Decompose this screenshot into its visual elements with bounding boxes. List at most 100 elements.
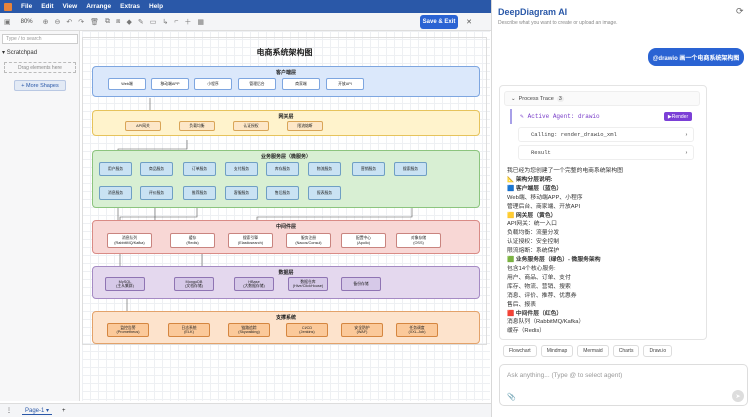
chip-mermaid[interactable]: Mermaid [577,345,609,357]
diagram-node[interactable]: 报表服务 [308,186,341,200]
diagram-node[interactable]: 评价服务 [140,186,173,200]
diagram-node[interactable]: 配置中心 (Apollo) [341,233,386,248]
chip-drawio[interactable]: Draw.io [643,345,673,357]
scratchpad-header[interactable]: ▾ Scratchpad [2,50,38,56]
chip-charts[interactable]: Charts [612,345,640,357]
layer-title: 支撑系统 [275,315,296,321]
diagram-node[interactable]: 推荐服务 [183,186,216,200]
layer-title: 数据层 [278,270,294,276]
response-line: 消息队列（RabbitMQ/Kafka） [507,319,585,326]
close-icon[interactable]: ✕ [466,19,472,26]
redo-icon[interactable]: ↷ [78,18,85,26]
response-line: 用户、商品、订单、支付 [507,274,571,281]
diagram-node[interactable]: 链路追踪 (Skywalking) [228,323,270,337]
add-page-icon[interactable]: + [62,407,66,414]
diagram-node[interactable]: HBase (大数据存储) [234,277,274,291]
diagram-node[interactable]: Web端 [108,78,146,90]
diagram-node[interactable]: 商家端 [282,78,320,90]
response-line: 库存、物流、营销、搜索 [507,283,571,290]
diagram-node[interactable]: 售后服务 [266,186,299,200]
panel-divider[interactable] [491,0,492,417]
chip-flowchart[interactable]: Flowchart [503,345,537,357]
shadow-icon[interactable]: ▭ [149,18,157,26]
delete-icon[interactable]: 🗑 [90,18,100,26]
diagram-node[interactable]: 负载均衡 [179,121,215,131]
save-exit-button[interactable]: Save & Exit [420,15,458,29]
diagram-node[interactable]: 监控告警 (Prometheus) [107,323,149,337]
diagram-node[interactable]: 商品服务 [140,162,173,176]
diagram-node[interactable]: 客服服务 [225,186,258,200]
diagram-node[interactable]: 认证授权 [233,121,269,131]
diagram-node[interactable]: 库存服务 [266,162,299,176]
tool-result-row[interactable]: Result › [518,145,694,160]
diagram-node[interactable]: 开放API [326,78,364,90]
zoom-out-icon[interactable]: ⊖ [54,18,61,26]
layer-title: 网关层 [278,114,294,120]
layer-data[interactable]: 数据层 [92,266,480,299]
line-color-icon[interactable]: ✎ [137,18,144,26]
zoom-level[interactable]: 80% [20,18,33,25]
connector-icon[interactable]: ↳ [162,18,169,26]
tool-call-row[interactable]: Calling: render_drawio_xml › [518,127,694,142]
diagram-node[interactable]: 营销服务 [352,162,385,176]
diagram-node[interactable]: 小程序 [194,78,232,90]
diagram-node[interactable]: 限流熔断 [287,121,323,131]
menu-help[interactable]: Help [149,3,164,10]
shape-search-input[interactable]: Type / to search [2,34,78,44]
layer-title: 客户端层 [275,70,296,76]
render-button[interactable]: ▶ Render [664,112,692,121]
diagram-node[interactable]: 搜索引擎 (Elasticsearch) [228,233,273,248]
diagram-title[interactable]: 电商系统架构图 [256,48,313,57]
menu-edit[interactable]: Edit [41,3,54,10]
menu-extras[interactable]: Extras [120,3,140,10]
diagram-node[interactable]: 备份存储 [341,277,381,291]
menu-file[interactable]: File [21,3,33,10]
attach-icon[interactable]: 📎 [507,394,516,401]
chat-input[interactable] [499,364,748,406]
diagram-node[interactable]: MySQL (主从集群) [105,277,145,291]
scratchpad-dropzone[interactable]: Drag elements here [4,62,76,73]
menu-arrange[interactable]: Arrange [86,3,112,10]
to-back-icon[interactable]: ⧈ [116,17,121,25]
zoom-in-icon[interactable]: ⊕ [42,18,49,26]
diagram-node[interactable]: 管理后台 [238,78,276,90]
page-tab[interactable]: Page-1 ▾ [22,407,53,415]
diagram-node[interactable]: 订单服务 [183,162,216,176]
response-line: 认证授权：安全控制 [507,239,560,246]
to-front-icon[interactable]: ⧉ [105,17,111,25]
diagram-node[interactable]: API网关 [125,121,161,131]
new-chat-icon[interactable]: ⟳ [736,6,744,16]
diagram-node[interactable]: 数据仓库 (Hive/ClickHouse) [288,277,328,291]
diagram-node[interactable]: 日志系统 (ELK) [168,323,210,337]
diagram-node[interactable]: 搜索服务 [394,162,427,176]
menu-view[interactable]: View [62,3,78,10]
user-message: @drawio 画一个电商系统架构图 [648,48,744,66]
send-icon[interactable]: ➤ [732,390,744,402]
trace-count-badge: 3 [556,95,564,102]
format-panel-icon[interactable]: ▣ [4,18,11,26]
diagram-node[interactable]: 物流服务 [308,162,341,176]
diagram-node[interactable]: 支付服务 [225,162,258,176]
fill-color-icon[interactable]: ◆ [126,18,132,26]
diagram-node[interactable]: 服务注册 (Nacos/Consul) [286,233,331,248]
diagram-node[interactable]: 对象存储 (OSS) [396,233,441,248]
diagram-node[interactable]: 消息服务 [99,186,132,200]
diagram-node[interactable]: MongoDB (文档存储) [174,277,214,291]
diagram-node[interactable]: 任务调度 (XXL-Job) [396,323,438,337]
ai-panel-subtitle: Describe what you want to create or uplo… [498,20,618,26]
process-trace-header[interactable]: ⌄ Process Trace 3 [504,91,700,106]
page-menu-icon[interactable]: ⋮ [6,408,12,414]
diagram-node[interactable]: 缓存 (Redis) [170,233,215,248]
undo-icon[interactable]: ↶ [66,18,73,26]
diagram-node[interactable]: CI/CD (Jenkins) [286,323,328,337]
diagram-node[interactable]: 移动端APP [151,78,189,90]
table-icon[interactable]: ▦ [197,18,204,26]
diagram-node[interactable]: 用户服务 [99,162,132,176]
waypoint-icon[interactable]: ⌐ [174,18,179,25]
diagram-node[interactable]: 安全防护 (WAF) [341,323,383,337]
chip-mindmap[interactable]: Mindmap [540,345,574,357]
insert-icon[interactable]: ＋ [184,18,192,26]
more-shapes-button[interactable]: + More Shapes [14,80,66,91]
toolbar: ▣ 80% ⊕ ⊖ ↶ ↷ 🗑 ⧉ ⧈ ◆ ✎ ▭ ↳ ⌐ ＋ ▦ [0,13,492,31]
diagram-node[interactable]: 消息队列 (RabbitMQ/Kafka) [107,233,152,248]
